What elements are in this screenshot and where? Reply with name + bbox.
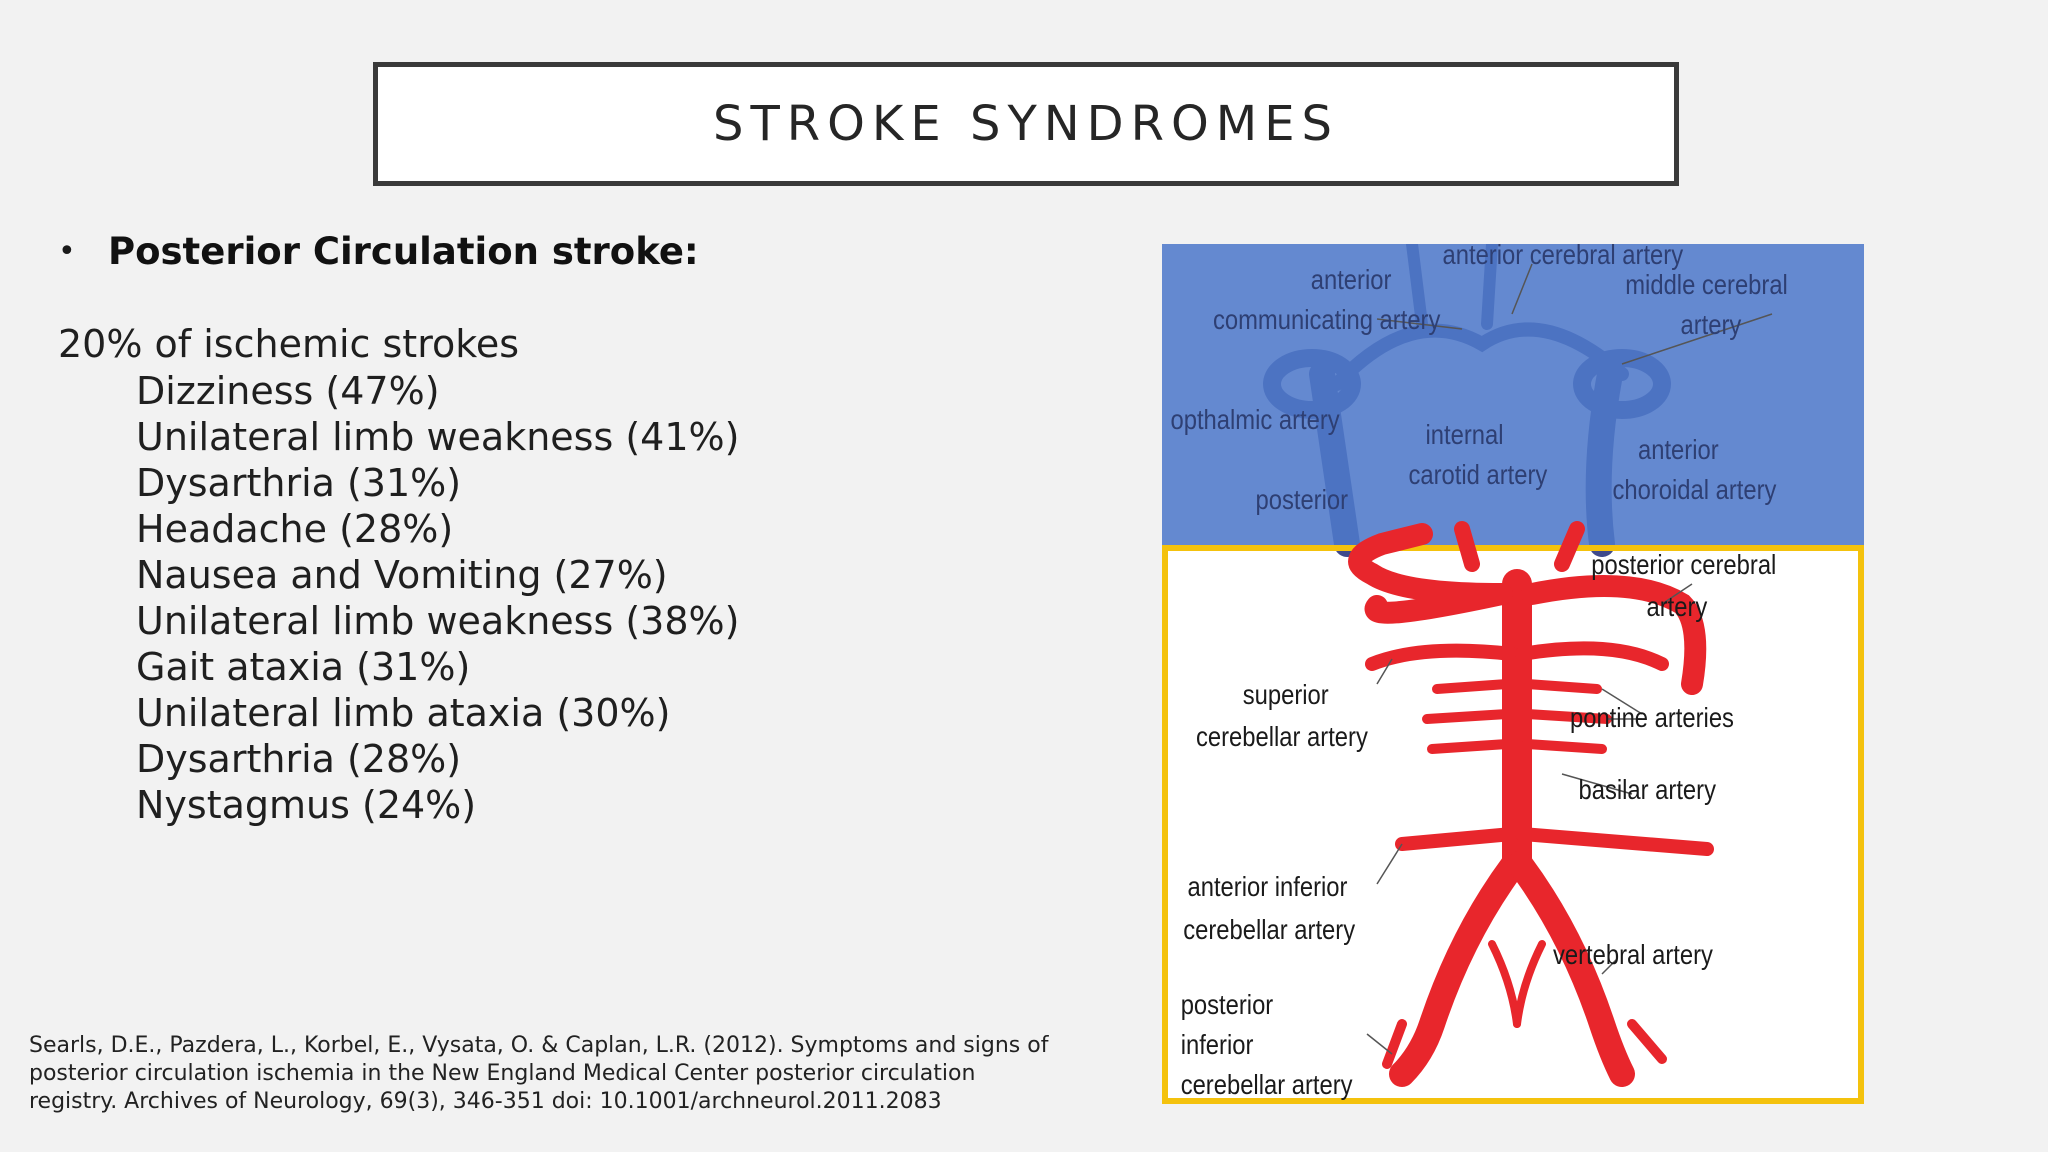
leader-lines [1366,263,1773,1055]
label-middle-artery: artery [1681,308,1742,340]
symptom-item: Dizziness (47%) [136,369,440,413]
label-anterior-cerebral: anterior cerebral artery [1443,244,1684,270]
yellow-border [1162,545,1864,1104]
label-superior-cerebellar: cerebellar artery [1196,720,1368,752]
artery-diagram-svg: anterior communicating artery anterior c… [1162,244,1864,1104]
label-middle-cerebral: middle cerebral [1625,268,1788,300]
bullet-text: Posterior Circulation stroke: [108,230,699,273]
upper-labels: anterior communicating artery anterior c… [1171,244,1788,515]
label-anterior-choroidal-2: choroidal artery [1613,473,1777,505]
symptom-item: Unilateral limb ataxia (30%) [136,691,671,735]
symptom-item: Headache (28%) [136,507,454,551]
citation: Searls, D.E., Pazdera, L., Korbel, E., V… [29,1033,1049,1114]
label-pontine: pontine arteries [1570,701,1734,733]
label-superior: superior [1243,678,1329,710]
lower-labels: posterior cerebral artery superior cereb… [1181,548,1777,1100]
label-aica-2: cerebellar artery [1183,913,1355,945]
label-pica-2: inferior [1181,1028,1254,1060]
vertebrobasilar-arteries [1348,521,1714,1087]
label-posterior-cerebral: posterior cerebral [1591,548,1776,580]
symptom-item: Nystagmus (24%) [136,783,477,827]
blue-overlay [1162,244,1864,546]
symptom-item: Unilateral limb weakness (41%) [136,415,740,459]
label-posterior-comm: posterior [1256,483,1349,515]
label-vertebral: vertebral artery [1553,938,1713,970]
label-anterior: anterior [1311,263,1392,295]
label-anterior-choroidal-1: anterior [1638,433,1719,465]
bullet-icon: • [58,234,76,269]
label-opthalmic: opthalmic artery [1171,403,1340,435]
title-box: STROKE SYNDROMES [373,62,1679,186]
label-pica-3: cerebellar artery [1181,1068,1353,1100]
label-pica-1: posterior [1181,988,1274,1020]
label-communicating: communicating artery [1213,303,1440,335]
label-internal: internal [1426,418,1504,450]
symptom-item: Unilateral limb weakness (38%) [136,599,740,643]
symptom-item: Gait ataxia (31%) [136,645,471,689]
bullet-heading: • Posterior Circulation stroke: [58,230,699,273]
symptom-item: Dysarthria (28%) [136,737,462,781]
label-carotid: carotid artery [1409,458,1548,490]
label-basilar: basilar artery [1579,773,1716,805]
slide-title: STROKE SYNDROMES [713,96,1339,152]
symptom-item: Nausea and Vomiting (27%) [136,553,668,597]
artery-diagram: anterior communicating artery anterior c… [1162,244,1864,1104]
label-posterior-cerebral-2: artery [1647,590,1708,622]
symptom-list: Dizziness (47%) Unilateral limb weakness… [136,368,739,828]
stat-line: 20% of ischemic strokes [58,322,520,366]
symptom-item: Dysarthria (31%) [136,461,462,505]
label-aica-1: anterior inferior [1188,870,1348,902]
